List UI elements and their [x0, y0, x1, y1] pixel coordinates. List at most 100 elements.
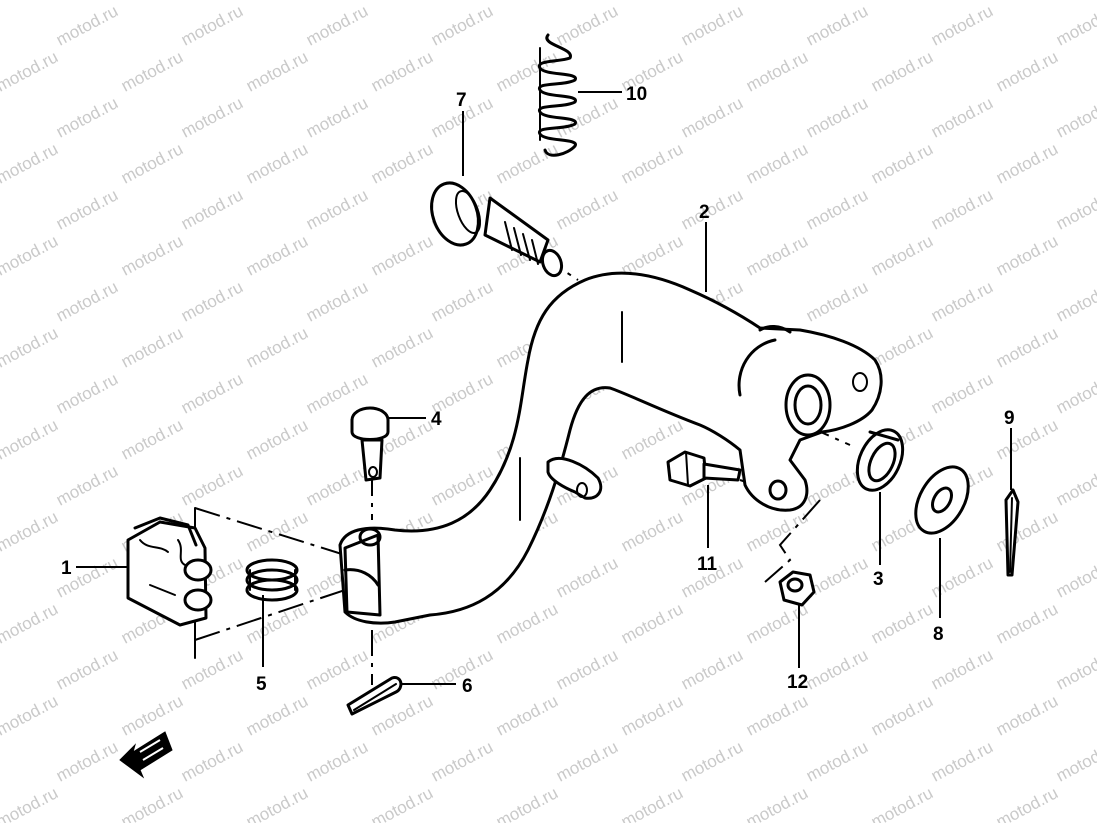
callout-5: 5: [256, 674, 267, 695]
return-spring-icon: [537, 33, 577, 157]
watermark-text: motod.ru: [993, 507, 1061, 555]
watermark-text: motod.ru: [803, 93, 871, 141]
watermark-text: motod.ru: [743, 507, 811, 555]
watermark-text: motod.ru: [743, 47, 811, 95]
watermark-text: motod.ru: [868, 691, 936, 739]
coil-spring-icon: [245, 558, 299, 602]
watermark-text: motod.ru: [368, 0, 436, 4]
hex-bolt-icon: [666, 450, 742, 488]
watermark-text: motod.ru: [618, 599, 686, 647]
watermark-text: motod.ru: [243, 0, 311, 4]
watermark-text: motod.ru: [428, 277, 496, 325]
watermark-text: motod.ru: [0, 507, 61, 555]
watermark-text: motod.ru: [178, 277, 246, 325]
callout-10: 10: [626, 84, 647, 105]
watermark-text: motod.ru: [243, 139, 311, 187]
watermark-text: motod.ru: [993, 599, 1061, 647]
watermark-text: motod.ru: [368, 783, 436, 823]
watermark-text: motod.ru: [0, 139, 61, 187]
callout-labels: 1 2 3 4 5 6 7 8 9 10 11 12: [61, 84, 1015, 697]
hex-nut-icon: [778, 570, 816, 607]
watermark-text: motod.ru: [743, 599, 811, 647]
watermark-text: motod.ru: [1053, 369, 1097, 417]
watermark-text: motod.ru: [53, 1, 121, 49]
watermark-text: motod.ru: [928, 1, 996, 49]
watermark-text: motod.ru: [618, 139, 686, 187]
watermark-text: motod.ru: [178, 737, 246, 785]
watermark-text: motod.ru: [0, 47, 61, 95]
watermark-text: motod.ru: [618, 783, 686, 823]
watermark-text: motod.ru: [1053, 185, 1097, 233]
brake-pedal-arm-icon: [338, 271, 883, 625]
watermark-text: motod.ru: [303, 93, 371, 141]
watermark-text: motod.ru: [53, 645, 121, 693]
callout-6: 6: [462, 676, 473, 697]
watermark-text: motod.ru: [553, 1, 621, 49]
clevis-pin-icon: [350, 406, 390, 482]
watermark-text: motod.ru: [0, 691, 61, 739]
watermark-text: motod.ru: [53, 461, 121, 509]
watermark-text: motod.ru: [368, 47, 436, 95]
watermark-text: motod.ru: [178, 93, 246, 141]
watermark-text: motod.ru: [243, 47, 311, 95]
watermark-text: motod.ru: [178, 645, 246, 693]
watermark-text: motod.ru: [243, 599, 311, 647]
watermark-text: motod.ru: [868, 231, 936, 279]
watermark-text: motod.ru: [428, 1, 496, 49]
watermark-text: motod.ru: [303, 185, 371, 233]
watermark-text: motod.ru: [868, 783, 936, 823]
watermark-text: motod.ru: [553, 645, 621, 693]
watermark-text: motod.ru: [118, 691, 186, 739]
watermark-text: motod.ru: [553, 553, 621, 601]
watermark-text: motod.ru: [53, 93, 121, 141]
watermark-text: motod.ru: [553, 737, 621, 785]
callout-12: 12: [787, 672, 808, 693]
watermark-text: motod.ru: [993, 139, 1061, 187]
watermark-text: motod.ru: [118, 323, 186, 371]
watermark-text: motod.ru: [118, 783, 186, 823]
watermark-text: motod.ru: [993, 783, 1061, 823]
callout-7: 7: [456, 90, 467, 111]
watermark-text: motod.ru: [803, 1, 871, 49]
watermark-text: motod.ru: [743, 783, 811, 823]
watermark-text: motod.ru: [368, 139, 436, 187]
watermark-text: motod.ru: [928, 645, 996, 693]
watermark-text: motod.ru: [0, 415, 61, 463]
watermark-text: motod.ru: [618, 507, 686, 555]
watermark-text: motod.ru: [243, 415, 311, 463]
watermark-text: motod.ru: [243, 691, 311, 739]
watermark-text: motod.ru: [618, 0, 686, 4]
watermark-text: motod.ru: [493, 139, 561, 187]
washer-icon: [914, 465, 970, 535]
watermark-text: motod.ru: [0, 323, 61, 371]
watermark-text: motod.ru: [928, 185, 996, 233]
oil-seal-icon: [855, 428, 905, 492]
watermark-text: motod.ru: [993, 691, 1061, 739]
watermark-text: motod.ru: [678, 185, 746, 233]
watermark-text: motod.ru: [803, 737, 871, 785]
watermark-text: motod.ru: [178, 1, 246, 49]
pivot-bolt-icon: [430, 181, 564, 278]
watermark-text: motod.ru: [803, 185, 871, 233]
watermark-text: motod.ru: [678, 1, 746, 49]
watermark-text: motod.ru: [928, 553, 996, 601]
watermark-text: motod.ru: [243, 783, 311, 823]
watermark-text: motod.ru: [0, 0, 61, 4]
watermark-text: motod.ru: [993, 231, 1061, 279]
brake-rod-clevis-icon: [126, 516, 213, 627]
watermark-text: motod.ru: [993, 47, 1061, 95]
watermark-text: motod.ru: [428, 737, 496, 785]
watermark-text: motod.ru: [1053, 1, 1097, 49]
watermark-text: motod.ru: [928, 277, 996, 325]
watermark-text: motod.ru: [743, 0, 811, 4]
watermark-text: motod.ru: [803, 645, 871, 693]
watermark-text: motod.ru: [303, 277, 371, 325]
callout-4: 4: [431, 409, 442, 430]
watermark-text: motod.ru: [53, 737, 121, 785]
watermark-text: motod.ru: [993, 323, 1061, 371]
watermark-text: motod.ru: [53, 277, 121, 325]
callout-2: 2: [699, 202, 710, 223]
watermark-text: motod.ru: [1053, 737, 1097, 785]
callout-3: 3: [873, 569, 884, 590]
